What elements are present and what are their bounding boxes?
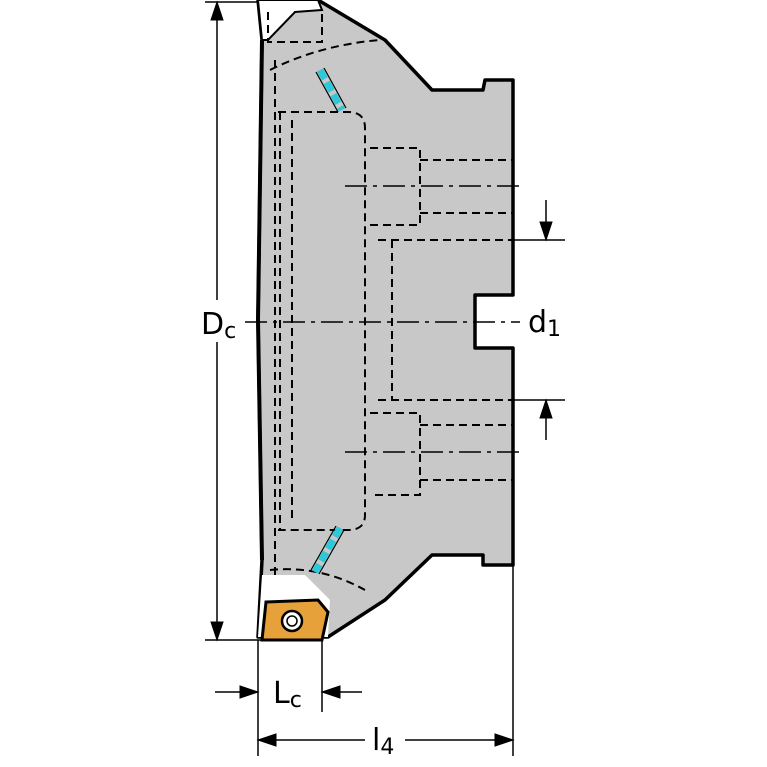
dc-label: Dc [201, 307, 236, 344]
dimension-l4 [256, 565, 515, 756]
center-lines [245, 185, 520, 453]
insert-screw-icon [280, 609, 304, 633]
cutter-body [256, 0, 515, 639]
lc-label: Lc [273, 676, 302, 713]
coolant-channels [311, 68, 346, 574]
dimension-lc [215, 640, 362, 712]
dimension-dc [205, 0, 262, 642]
d1-label: d1 [528, 305, 561, 342]
top-chip-pocket [256, 0, 324, 41]
cutting-insert [260, 598, 330, 642]
coolant-channel-bottom [311, 526, 344, 574]
dimension-d1 [513, 200, 565, 440]
coolant-channel-top [316, 68, 346, 112]
l4-label: l4 [372, 723, 394, 760]
front-face-edge [255, 39, 264, 561]
